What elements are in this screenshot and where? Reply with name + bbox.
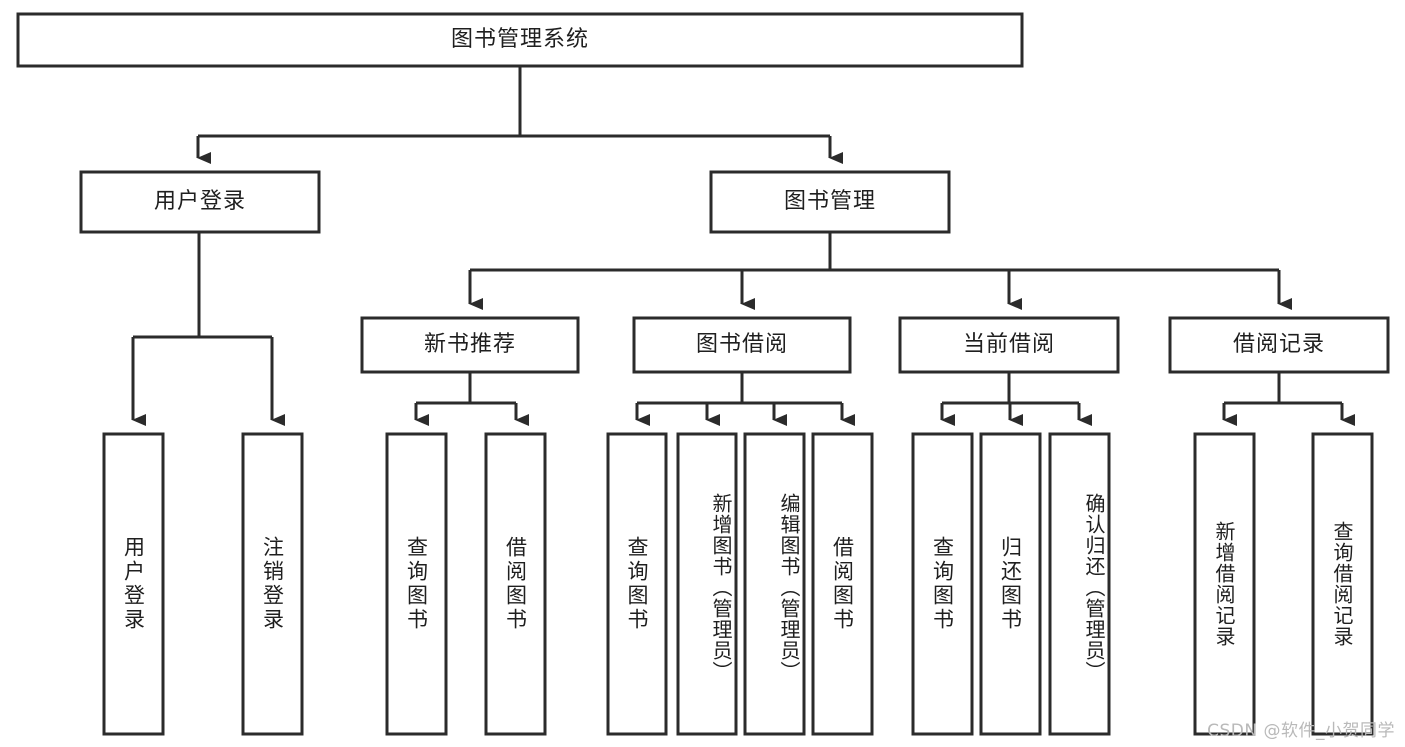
node-box-root[interactable] (16, 12, 1024, 68)
leaf-box-current-borrow-2[interactable] (1048, 432, 1111, 736)
leaf-box-current-borrow-0[interactable] (911, 432, 974, 736)
leaf-box-book-borrow-2[interactable] (743, 432, 806, 736)
node-box-book-management[interactable] (709, 170, 951, 234)
leaf-box-user-login-0[interactable] (102, 432, 165, 736)
leaf-box-current-borrow-1[interactable] (979, 432, 1042, 736)
leaf-box-borrow-record-0[interactable] (1193, 432, 1256, 736)
watermark-text: CSDN @软件_小贺同学 (1207, 721, 1395, 741)
leaf-box-borrow-record-1[interactable] (1311, 432, 1374, 736)
node-box-current-borrow[interactable] (898, 316, 1120, 374)
node-box-borrow-record[interactable] (1168, 316, 1390, 374)
node-box-user-login[interactable] (79, 170, 321, 234)
leaf-box-book-borrow-1[interactable] (676, 432, 738, 736)
leaf-box-book-borrow-0[interactable] (606, 432, 668, 736)
leaf-box-user-login-1[interactable] (241, 432, 304, 736)
leaf-box-book-borrow-3[interactable] (811, 432, 874, 736)
node-box-book-borrow[interactable] (632, 316, 852, 374)
leaf-box-new-book-0[interactable] (385, 432, 448, 736)
leaf-box-new-book-1[interactable] (484, 432, 547, 736)
node-box-new-book-recommend[interactable] (360, 316, 580, 374)
